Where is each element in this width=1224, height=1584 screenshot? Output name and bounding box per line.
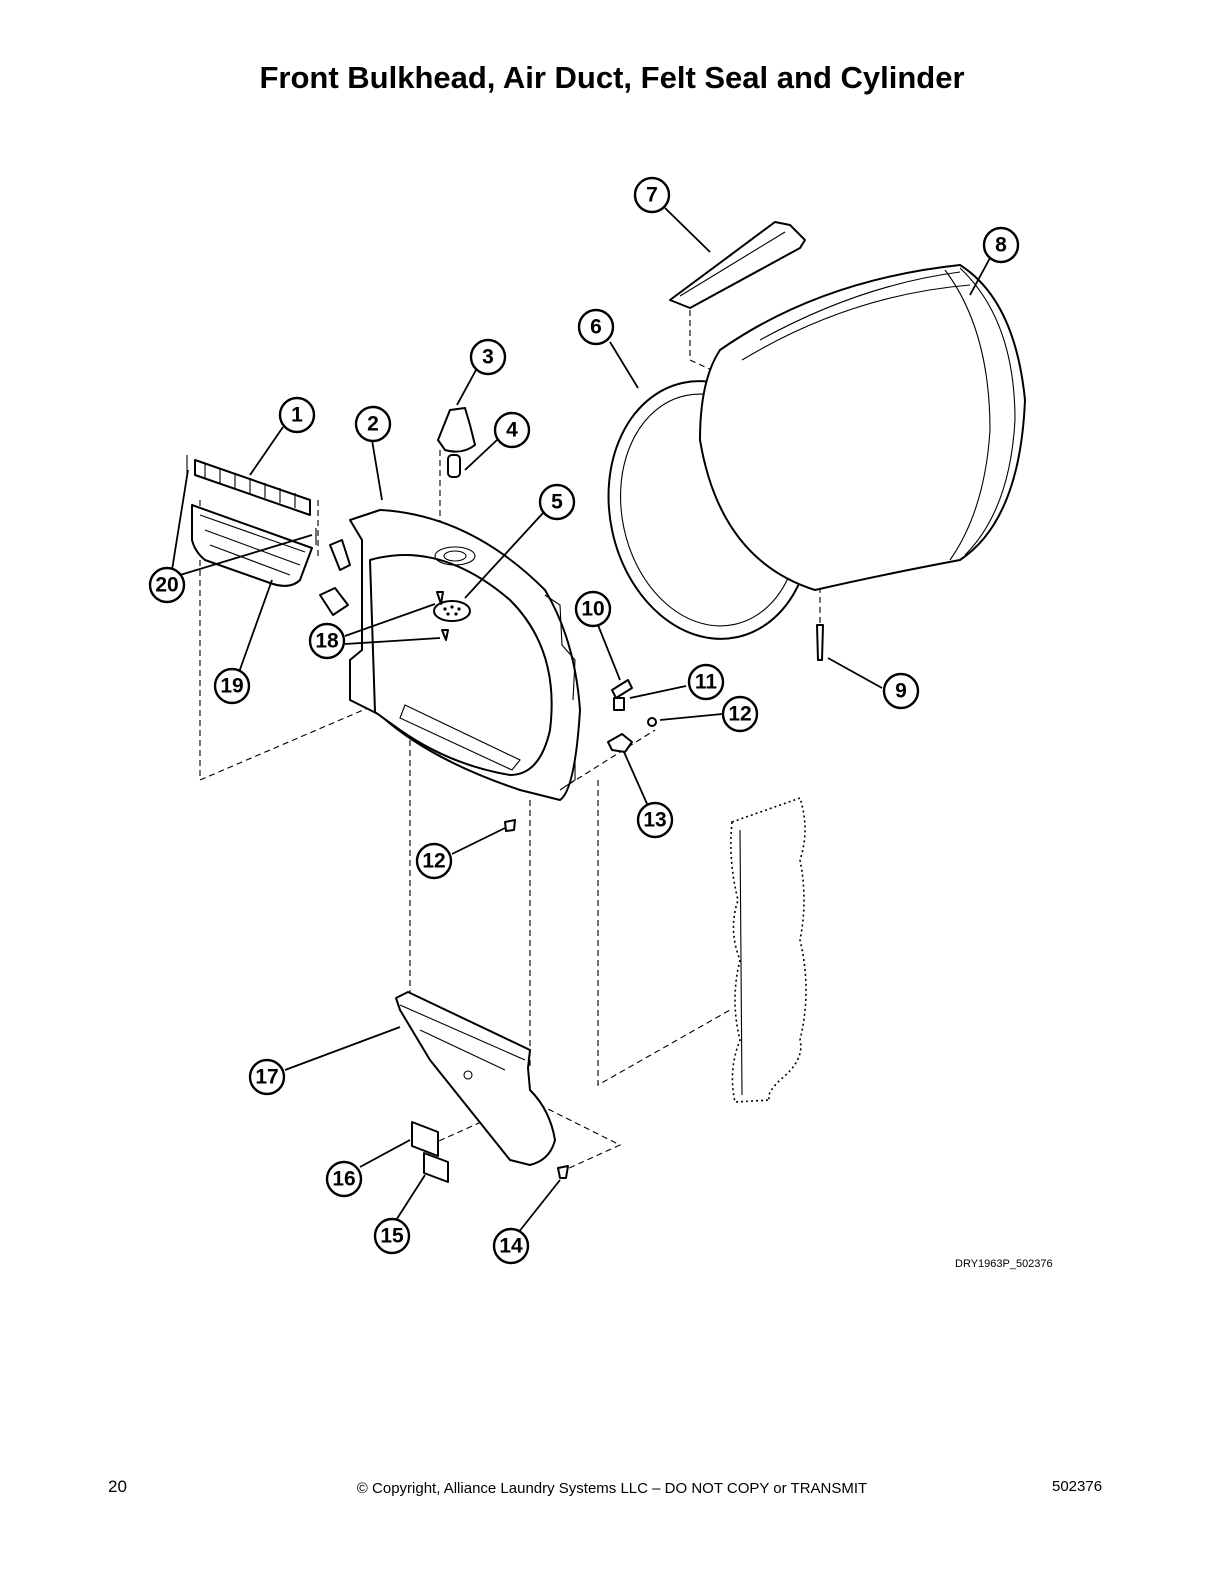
- callout-7: 7: [633, 176, 671, 214]
- svg-text:10: 10: [581, 598, 604, 621]
- svg-text:15: 15: [380, 1225, 404, 1248]
- air-screen: [433, 591, 471, 641]
- svg-text:20: 20: [155, 574, 178, 597]
- cylinder-drum: [699, 264, 1026, 591]
- lint-filter: [186, 455, 317, 587]
- thermostat-bracket: [437, 407, 476, 478]
- callout-17: 17: [248, 1058, 286, 1096]
- door-hardware: [504, 679, 657, 832]
- foam-pad-small: [423, 1152, 449, 1183]
- svg-text:14: 14: [499, 1235, 523, 1258]
- front-bulkhead: [349, 509, 581, 801]
- switch-hardware: [319, 539, 351, 616]
- leader-lines: [171, 207, 991, 1234]
- svg-text:19: 19: [220, 675, 243, 698]
- svg-text:16: 16: [332, 1168, 355, 1191]
- callout-13: 13: [636, 801, 674, 839]
- svg-text:1: 1: [291, 404, 303, 427]
- callout-20: 20: [148, 566, 186, 604]
- air-duct: [395, 991, 556, 1166]
- callout-12-lower: 12: [415, 842, 453, 880]
- svg-text:13: 13: [643, 809, 666, 832]
- page-number: 20: [108, 1477, 127, 1496]
- duct-screw: [557, 1165, 569, 1179]
- svg-text:6: 6: [590, 316, 602, 339]
- callout-12-right: 12: [721, 695, 759, 733]
- figure-reference: DRY1963P_502376: [955, 1258, 1053, 1270]
- svg-text:17: 17: [255, 1066, 278, 1089]
- side-panel-outline: [730, 796, 807, 1103]
- callout-14: 14: [492, 1227, 530, 1265]
- svg-text:4: 4: [506, 419, 518, 442]
- svg-text:3: 3: [482, 346, 494, 369]
- callout-19: 19: [213, 667, 251, 705]
- svg-text:5: 5: [551, 491, 563, 514]
- callout-16: 16: [325, 1160, 363, 1198]
- svg-text:11: 11: [695, 671, 718, 694]
- svg-text:9: 9: [895, 680, 907, 703]
- cylinder-screw: [816, 624, 824, 661]
- svg-text:8: 8: [995, 234, 1007, 257]
- callout-10: 10: [574, 590, 612, 628]
- copyright-notice: © Copyright, Alliance Laundry Systems LL…: [356, 1480, 868, 1497]
- callout-3: 3: [469, 338, 507, 376]
- svg-text:12: 12: [422, 850, 445, 873]
- svg-text:7: 7: [646, 184, 658, 207]
- callout-2: 2: [354, 405, 392, 443]
- callout-6: 6: [577, 308, 615, 346]
- callout-1: 1: [278, 396, 316, 434]
- svg-text:12: 12: [728, 703, 751, 726]
- svg-text:18: 18: [315, 630, 339, 653]
- foam-pad-large: [411, 1121, 439, 1157]
- callout-18: 18: [308, 622, 346, 660]
- document-number: 502376: [1052, 1478, 1103, 1495]
- callout-9: 9: [882, 672, 920, 710]
- callout-5: 5: [538, 483, 576, 521]
- side-panel-edge: [739, 829, 743, 1096]
- svg-text:2: 2: [367, 413, 379, 436]
- callout-8: 8: [982, 226, 1020, 264]
- top-bracket: [669, 221, 806, 309]
- callout-11: 11: [687, 663, 725, 701]
- callout-4: 4: [493, 411, 531, 449]
- page-title: Front Bulkhead, Air Duct, Felt Seal and …: [259, 60, 965, 95]
- callout-15: 15: [373, 1217, 411, 1255]
